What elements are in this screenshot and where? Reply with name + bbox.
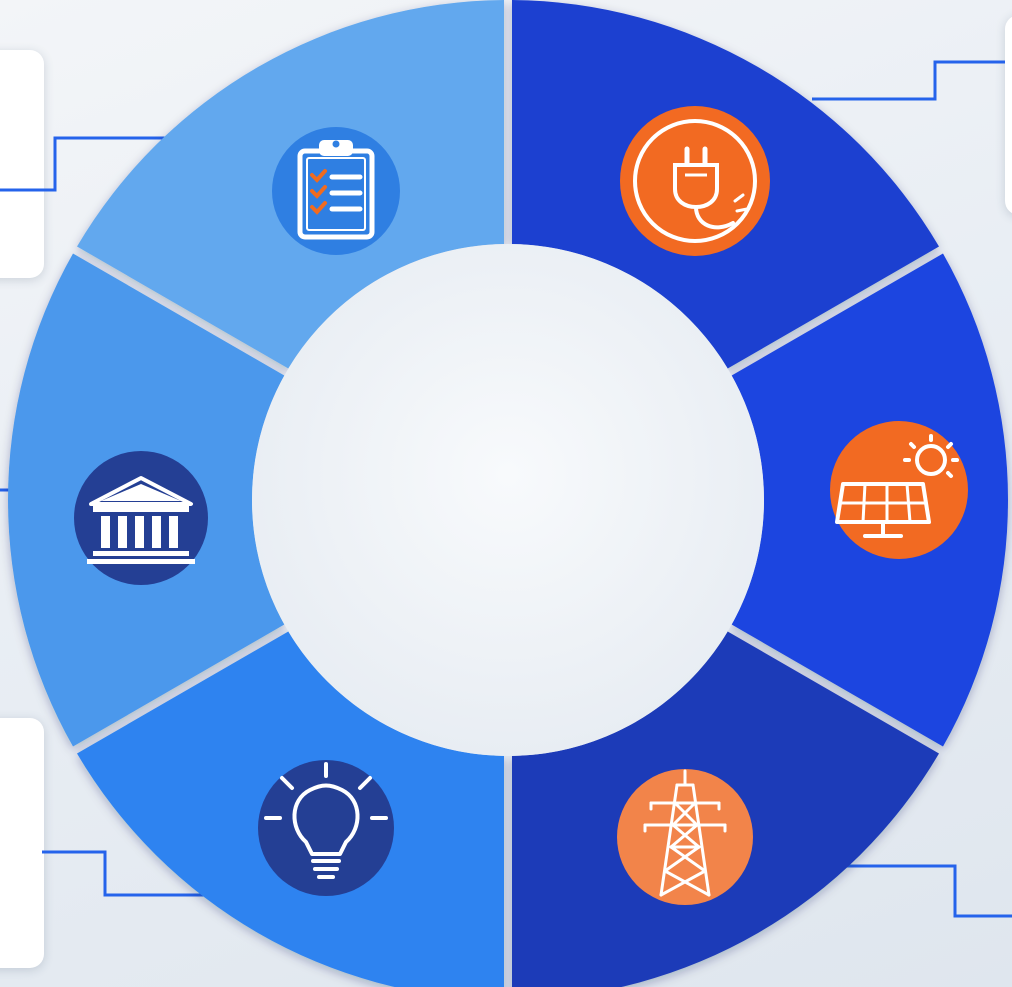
clipboard-checklist-icon (272, 127, 400, 255)
text-card-top-right (1005, 15, 1012, 215)
solar-panel-icon (830, 421, 968, 559)
ring-center (252, 244, 764, 756)
connector-bottom-right (845, 864, 1012, 918)
connector-bottom-left (42, 850, 225, 897)
text-card-bottom-left (0, 718, 44, 968)
lightbulb-icon (258, 760, 394, 896)
power-tower-icon (617, 769, 753, 905)
connector-top-left (0, 136, 170, 192)
connector-lines (0, 60, 1012, 918)
connector-top-right (812, 60, 1005, 101)
electric-plug-icon (620, 106, 770, 256)
text-card-top-left (0, 50, 44, 278)
bank-building-icon (74, 451, 208, 585)
